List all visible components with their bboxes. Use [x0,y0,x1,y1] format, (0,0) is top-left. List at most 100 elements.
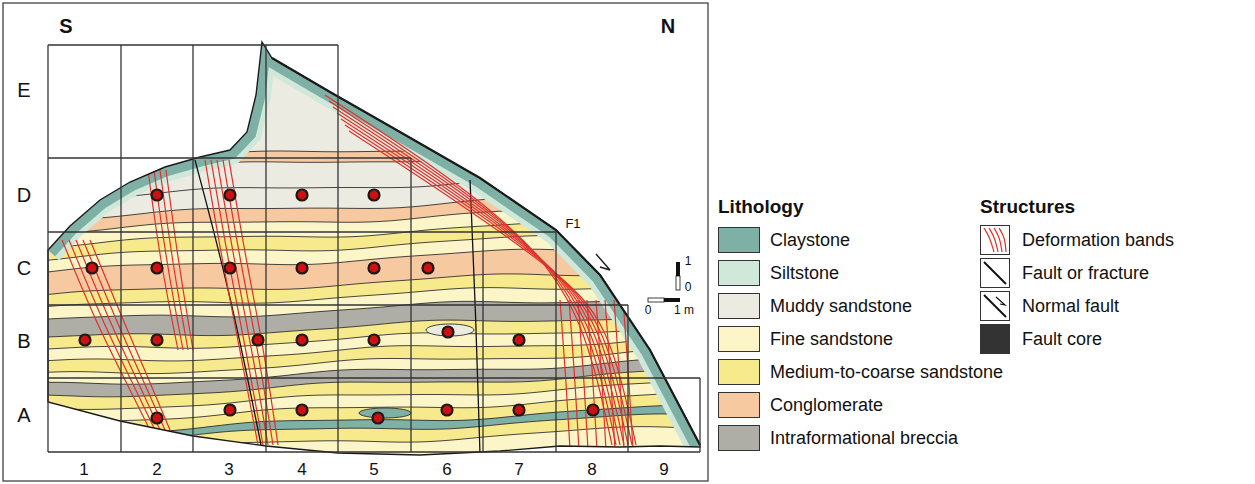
grid-line [48,231,556,232]
claystone-lens [359,408,411,418]
legend-label: Muddy sandstone [770,296,912,317]
bedding-line [40,427,720,456]
legend-swatch [980,225,1010,255]
row-label: A [17,404,30,427]
scale-value: 0 [645,304,652,318]
row-label: B [17,330,30,353]
legend-label: Fault or fracture [1022,263,1149,284]
row-label: C [17,257,31,280]
row-label: E [17,79,30,102]
sample-point [514,335,525,346]
legend-swatch [718,326,760,352]
legend-label: Conglomerate [770,395,883,416]
grid-line [48,157,411,158]
grid-line [555,232,556,452]
legend-swatch [718,392,760,418]
deformation-band [587,300,597,450]
grid-line [47,45,48,452]
deformation-band [578,300,588,450]
legend-swatch [718,425,760,451]
bedding-line [40,207,720,234]
legend-label: Fault core [1022,329,1102,350]
sample-point [373,413,384,424]
legend-swatch [980,324,1010,354]
sample-point [297,190,308,201]
sample-point [369,335,380,346]
grid-line [627,305,628,452]
column-number: 8 [587,460,596,480]
deformation-band-symbol [984,228,994,252]
sample-point [297,263,308,274]
scale-value: 1 m [674,304,694,318]
fault-symbol [984,262,1006,284]
row-label: D [17,184,31,207]
deformation-band [160,170,188,350]
column-number: 7 [514,460,523,480]
legend-label: Medium-to-coarse sandstone [770,362,1003,383]
deformation-band [229,160,278,445]
deformation-band [325,95,612,445]
sample-point [588,405,599,416]
deformation-band [205,160,258,445]
scale-bar [676,262,680,276]
scale-value: 0 [685,281,692,295]
sample-point [442,405,453,416]
sample-point [152,335,163,346]
legend-heading: Lithology [718,196,803,218]
deformation-band [569,300,579,450]
deformation-band [329,101,616,445]
sample-point [423,263,434,274]
orientation-label: N [661,15,675,38]
scale-value: 1 [685,255,692,269]
legend-label: Deformation bands [1022,230,1174,251]
legend-label: Siltstone [770,263,839,284]
legend-symbol [981,292,1009,320]
sample-point [514,405,525,416]
grid-line [410,158,411,452]
sample-point [443,327,454,338]
legend-symbol [981,259,1009,287]
fault-label: F1 [565,217,580,232]
deformation-band [217,160,268,445]
sample-point [80,335,91,346]
sample-point [225,190,236,201]
sample-point [253,335,264,346]
sample-point [152,263,163,274]
legend-swatch [718,227,760,253]
column-number: 5 [369,460,378,480]
legend-label: Intraformational breccia [770,428,958,449]
sample-point [152,190,163,201]
legend-heading: Structures [980,196,1075,218]
deformation-band [596,300,606,450]
deformation-band [166,170,193,350]
legend-symbol [981,226,1009,254]
column-number: 9 [659,460,668,480]
deformation-band [560,300,570,450]
deformation-band [69,240,155,430]
legend-swatch [718,260,760,286]
bedding-line [40,221,720,249]
column-number: 4 [297,460,306,480]
bedding-line [40,270,720,296]
sample-point [369,263,380,274]
grid-line [265,45,266,452]
bedding-line [40,467,720,484]
orientation-label: S [59,15,72,38]
fault-line [470,180,480,455]
legend-swatch [980,291,1010,321]
legend-swatch [718,293,760,319]
legend-label: Normal fault [1022,296,1119,317]
scale-bar [648,298,664,302]
deformation-band-symbol [999,228,1006,252]
sample-point [369,190,380,201]
slip-arrow-symbol [996,297,1005,305]
column-number: 2 [152,460,161,480]
deformation-band [62,240,150,430]
bedding-line [40,246,720,273]
deformation-band [211,160,263,445]
legend-label: Fine sandstone [770,329,893,350]
sample-point [225,405,236,416]
bedding-line [40,233,720,261]
